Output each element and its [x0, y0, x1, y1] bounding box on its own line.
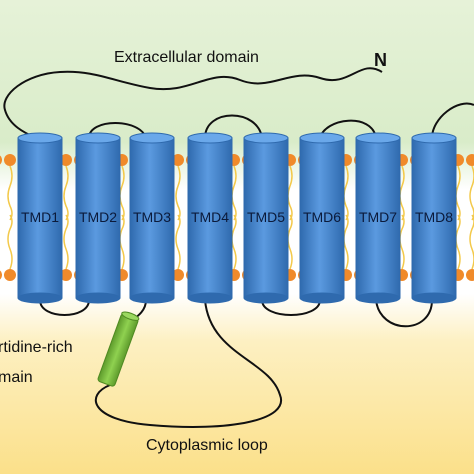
tmd-label: TMD1	[21, 209, 59, 225]
helix-bottom-cap	[411, 292, 457, 304]
tmd-label: TMD5	[247, 209, 285, 225]
helix-bottom-cap	[299, 292, 345, 304]
extracellular-loop-2	[204, 114, 263, 139]
extracellular-loop-1	[88, 122, 147, 139]
helix-bottom-cap	[355, 292, 401, 304]
lipid-tail	[175, 165, 181, 221]
histidine-rich-cylinder	[97, 311, 140, 387]
helix-body	[299, 137, 345, 299]
lipid-head	[172, 269, 184, 281]
helix-top-cap	[75, 132, 121, 144]
helix-top-cap	[17, 132, 63, 144]
lipid-head	[172, 154, 184, 166]
tmd-helices: TMD1 TMD2 TMD3 TMD4 TMD5 TMD6 TMD7 TMD8	[17, 132, 457, 304]
tmd-label: TMD8	[415, 209, 453, 225]
intracellular-loop-4	[375, 299, 433, 328]
intracellular-loop-3	[261, 299, 321, 316]
tmd-helix-4: TMD4	[187, 132, 233, 304]
lipid-tail	[7, 165, 13, 221]
tmd-label: TMD3	[133, 209, 171, 225]
lipid-head	[4, 269, 16, 281]
cytoplasmic-loop-label: Cytoplasmic loop	[146, 437, 268, 454]
extracellular-loop-3	[319, 119, 377, 139]
lipid-head	[0, 270, 2, 280]
tmd-helix-8: TMD8	[411, 132, 457, 304]
helix-body	[129, 137, 175, 299]
lipid-tail	[7, 214, 13, 270]
lipid-head	[466, 154, 474, 166]
lipid-tail	[63, 214, 69, 270]
histidine-rich-label-line2: main	[0, 369, 33, 386]
histidine-rich-label-line1: rtidine-rich	[0, 339, 73, 356]
n-terminus-label: N	[374, 50, 387, 70]
tmd-helix-6: TMD6	[299, 132, 345, 304]
tmd-label: TMD2	[79, 209, 117, 225]
helix-body	[187, 137, 233, 299]
tmd-label: TMD6	[303, 209, 341, 225]
tmd-helix-3: TMD3	[129, 132, 175, 304]
lipid-head	[4, 154, 16, 166]
c-terminal-exit	[431, 102, 474, 139]
helix-bottom-cap	[17, 292, 63, 304]
helix-top-cap	[243, 132, 289, 144]
tmd-helix-7: TMD7	[355, 132, 401, 304]
n-terminal-tail	[3, 67, 383, 141]
helix-bottom-cap	[243, 292, 289, 304]
helix-bottom-cap	[187, 292, 233, 304]
tmd-helix-2: TMD2	[75, 132, 121, 304]
lipid-head	[0, 155, 2, 165]
tmd-label: TMD7	[359, 209, 397, 225]
lipid-tail	[63, 165, 69, 221]
tmd-helix-1: TMD1	[17, 132, 63, 304]
extracellular-domain-label: Extracellular domain	[114, 49, 259, 66]
intracellular-loop-1	[39, 299, 90, 316]
helix-top-cap	[411, 132, 457, 144]
tmd-helix-5: TMD5	[243, 132, 289, 304]
helix-body	[355, 137, 401, 299]
cytoplasmic-loop-path	[94, 299, 283, 428]
lipid-tail	[469, 165, 474, 221]
helix-top-cap	[299, 132, 345, 144]
helix-top-cap	[355, 132, 401, 144]
lipid-head	[60, 269, 72, 281]
lipid-tail	[469, 214, 474, 270]
helix-bottom-cap	[75, 292, 121, 304]
lipid-head	[466, 269, 474, 281]
helix-top-cap	[129, 132, 175, 144]
lipid-head	[60, 154, 72, 166]
helix-bottom-cap	[129, 292, 175, 304]
lipid-tail	[175, 214, 181, 270]
tmd-label: TMD4	[191, 209, 229, 225]
helix-top-cap	[187, 132, 233, 144]
